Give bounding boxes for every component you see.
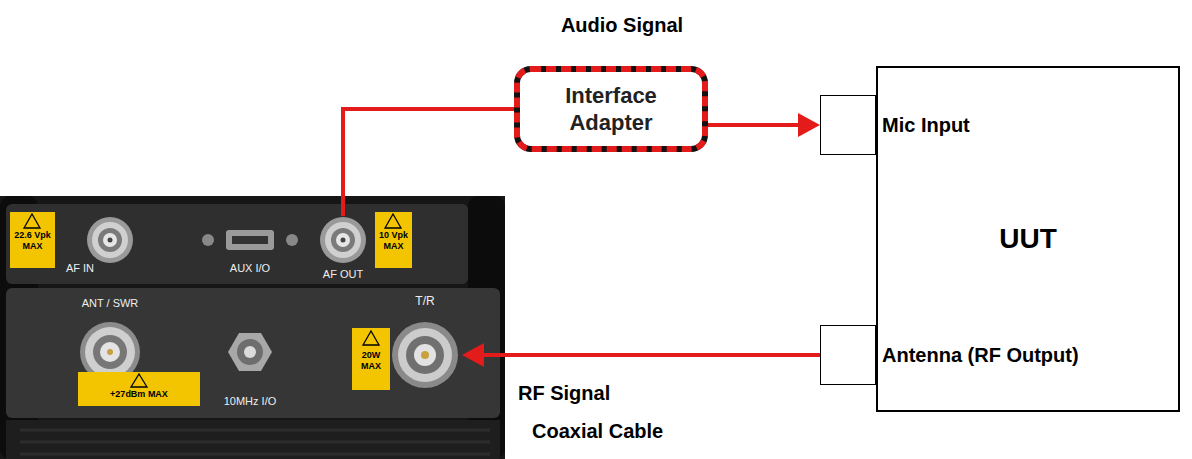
warning-sticker [10, 212, 55, 268]
warning-sticker [78, 372, 200, 406]
signal-connector [462, 343, 820, 367]
lower-panel [6, 288, 500, 418]
node-text: T/R [378, 294, 472, 308]
warning-triangle [131, 374, 147, 387]
connector-port: T/R [388, 290, 462, 390]
node-text: Antenna (RF Output) [882, 344, 1079, 367]
device-body [0, 196, 505, 459]
connector-line [343, 109, 514, 216]
node-text: UUT [878, 223, 1178, 255]
warning-triangle [363, 331, 379, 345]
n-connector [392, 322, 458, 388]
usb-port [226, 230, 274, 250]
warning-sticker [352, 328, 390, 390]
connector-line [482, 353, 820, 357]
warning-text: +27dBm MAX [80, 389, 198, 400]
warning-sticker [375, 212, 412, 268]
grill-ridges [20, 430, 490, 454]
connector-line [708, 123, 800, 127]
warning-text: 20W MAX [353, 350, 389, 372]
arrow-head [462, 343, 484, 367]
device-grill [6, 420, 500, 459]
port-square: Mic Input [820, 95, 876, 155]
signal-label: Audio Signal [520, 13, 724, 37]
signal-label: RF Signal [518, 381, 678, 405]
interface-adapter-box: Interface Adapter [514, 66, 708, 152]
port-name: 10MHz I/O [210, 395, 290, 408]
usb-port-slot [232, 236, 268, 244]
port-name: ANT / SWR [70, 297, 150, 310]
panel-screw [286, 234, 298, 246]
warning-triangle [385, 214, 401, 228]
port-name: AUX I/O [220, 262, 280, 275]
arrow-head [798, 113, 820, 137]
bnc-connector [320, 217, 366, 263]
node-text: Interface Adapter [551, 82, 671, 136]
port-name: AF IN [55, 262, 105, 275]
sma-connector [228, 333, 272, 371]
warning-triangle [24, 214, 40, 228]
warning-text: 22.6 Vpk MAX [12, 230, 53, 252]
panel-screw [202, 234, 214, 246]
port-square: Antenna (RF Output) [820, 325, 876, 385]
connector-port: AF OUT [313, 216, 373, 280]
dashed-outline [514, 66, 708, 152]
upper-panel [6, 204, 468, 284]
outline-base [517, 69, 705, 149]
warning-text: 10 Vpk MAX [376, 230, 411, 252]
cable-label: Coaxial Cable [532, 419, 712, 443]
node-text: Mic Input [882, 114, 970, 137]
bnc-connector [87, 217, 133, 263]
signal-connector [708, 113, 820, 137]
node-text: AF OUT [303, 268, 383, 280]
signal-connector [343, 109, 514, 216]
outline-dashes [517, 69, 705, 149]
